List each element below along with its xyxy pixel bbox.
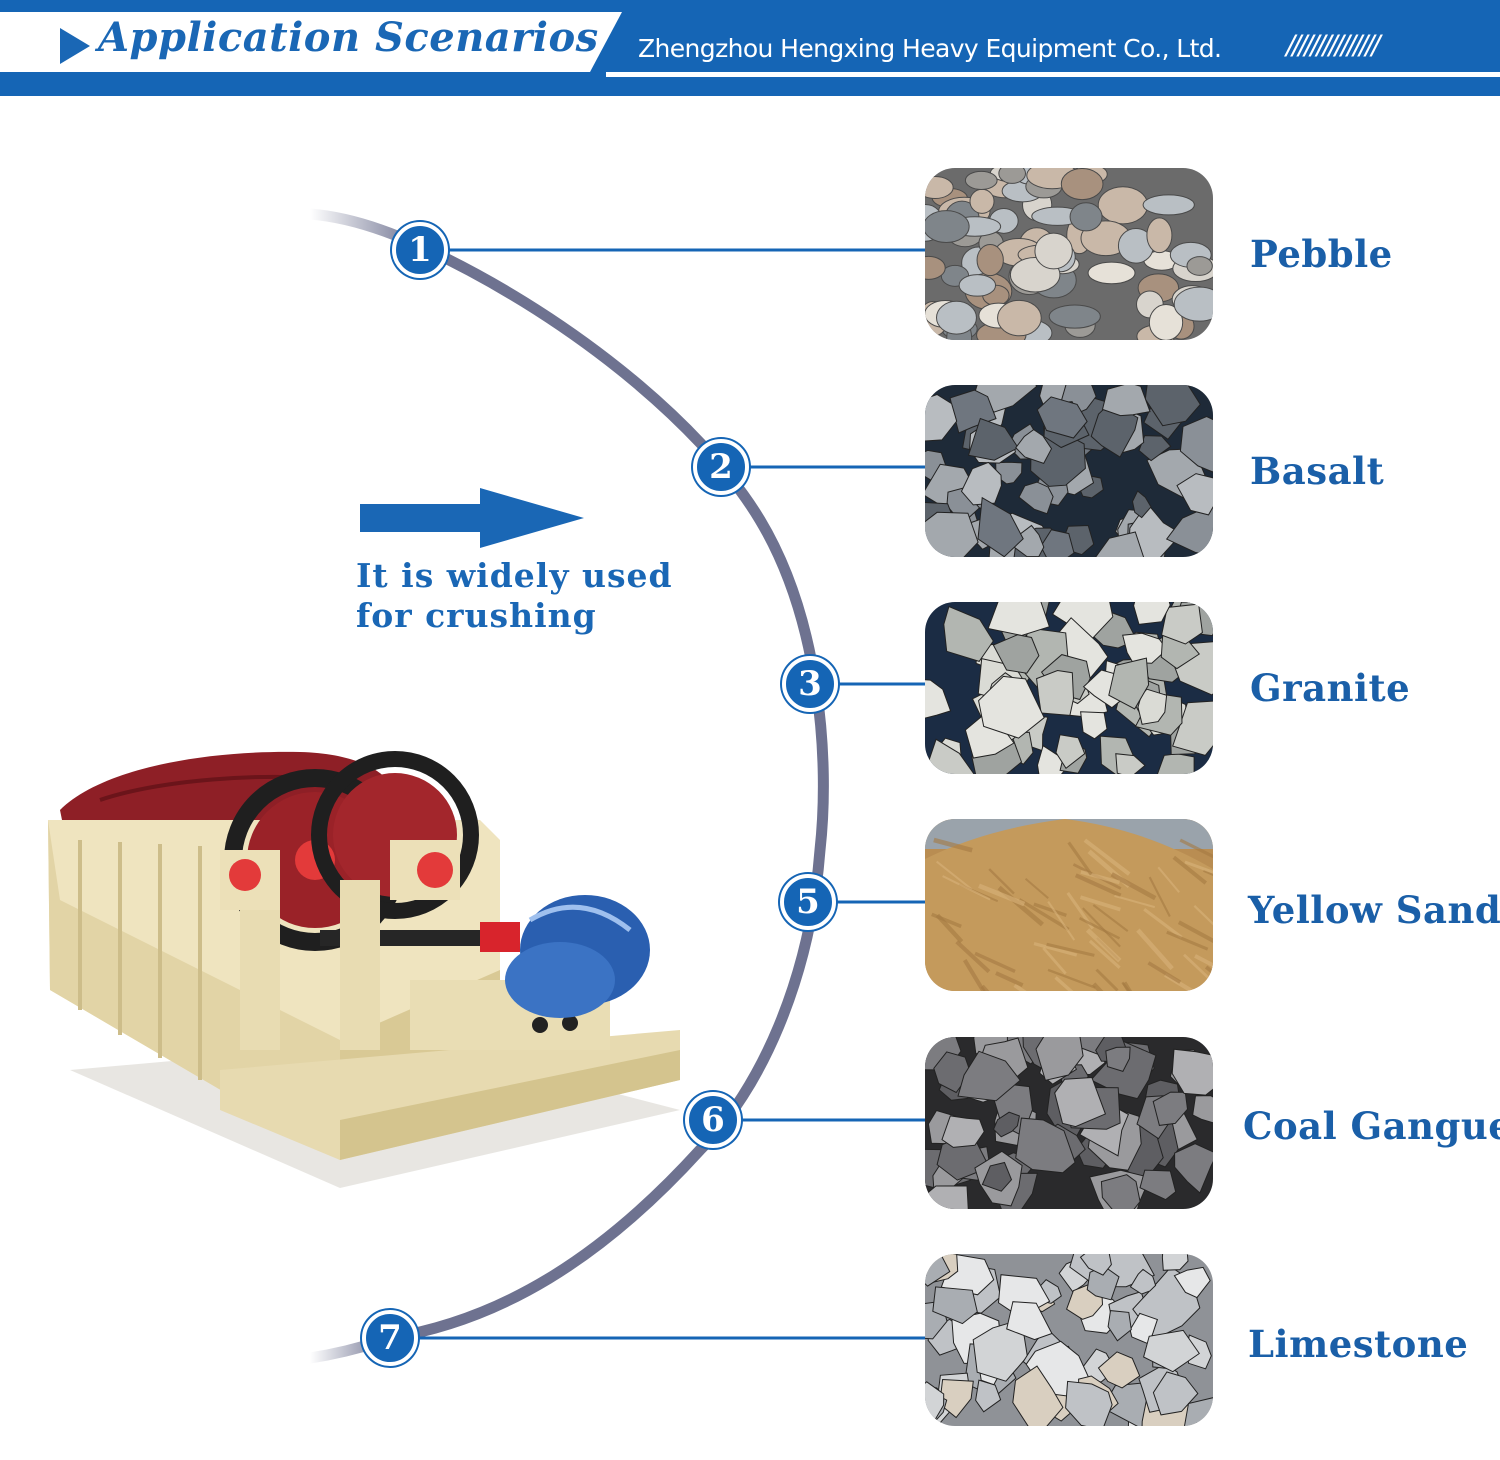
marker-3: 3 — [782, 656, 838, 712]
granite-photo-icon — [925, 602, 1213, 774]
limestone-photo-icon — [925, 1254, 1213, 1426]
coal-gangue-photo-icon — [925, 1037, 1213, 1209]
caption-line-1: It is widely used — [356, 556, 673, 595]
usage-caption: It is widely used for crushing — [356, 556, 673, 636]
material-label-yellow-sand: Yellow Sand — [1248, 888, 1500, 932]
material-label-granite: Granite — [1250, 666, 1411, 710]
spiral-sand-washer-photo-icon — [48, 751, 680, 1188]
pebble-photo-icon — [925, 168, 1213, 340]
marker-1: 1 — [392, 222, 448, 278]
header-banner: Application Scenarios Zhengzhou Hengxing… — [0, 0, 1500, 96]
marker-2: 2 — [693, 439, 749, 495]
marker-5: 5 — [780, 874, 836, 930]
marker-6: 6 — [685, 1092, 741, 1148]
material-label-pebble: Pebble — [1250, 232, 1393, 276]
material-label-coal-gangue: Coal Gangue — [1243, 1104, 1500, 1148]
timeline-arc — [384, 240, 829, 1344]
banner-background — [0, 0, 1500, 96]
caption-line-2: for crushing — [356, 596, 597, 635]
basalt-photo-icon — [925, 385, 1213, 557]
marker-7: 7 — [362, 1310, 418, 1366]
page-title: Application Scenarios — [98, 14, 599, 61]
yellow-sand-photo-icon — [925, 819, 1213, 991]
material-label-basalt: Basalt — [1250, 449, 1385, 493]
company-name: Zhengzhou Hengxing Heavy Equipment Co., … — [638, 34, 1222, 63]
material-label-limestone: Limestone — [1248, 1322, 1469, 1366]
play-triangle-icon — [60, 28, 90, 64]
decorative-slashes: /////////////// — [1286, 30, 1380, 61]
right-arrow-icon — [360, 488, 584, 548]
